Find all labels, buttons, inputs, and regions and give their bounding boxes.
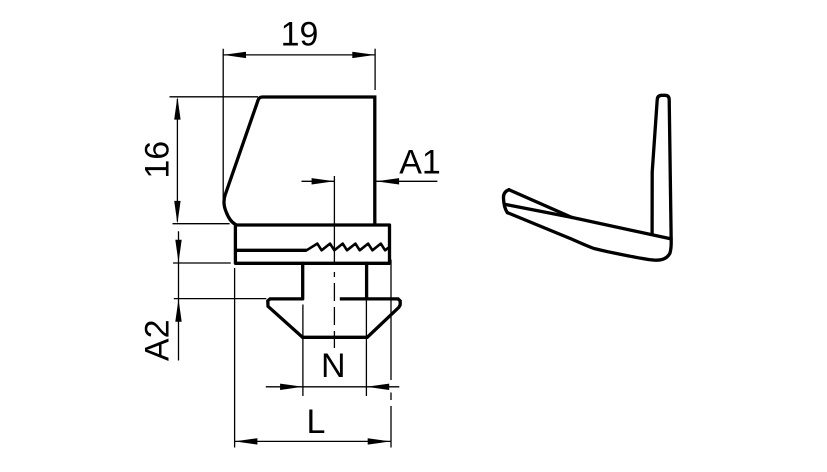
svg-text:L: L [307, 403, 326, 441]
svg-text:A1: A1 [399, 144, 441, 182]
svg-text:A2: A2 [138, 320, 176, 362]
svg-text:19: 19 [281, 16, 319, 54]
svg-text:N: N [321, 347, 346, 385]
svg-text:16: 16 [139, 141, 177, 179]
